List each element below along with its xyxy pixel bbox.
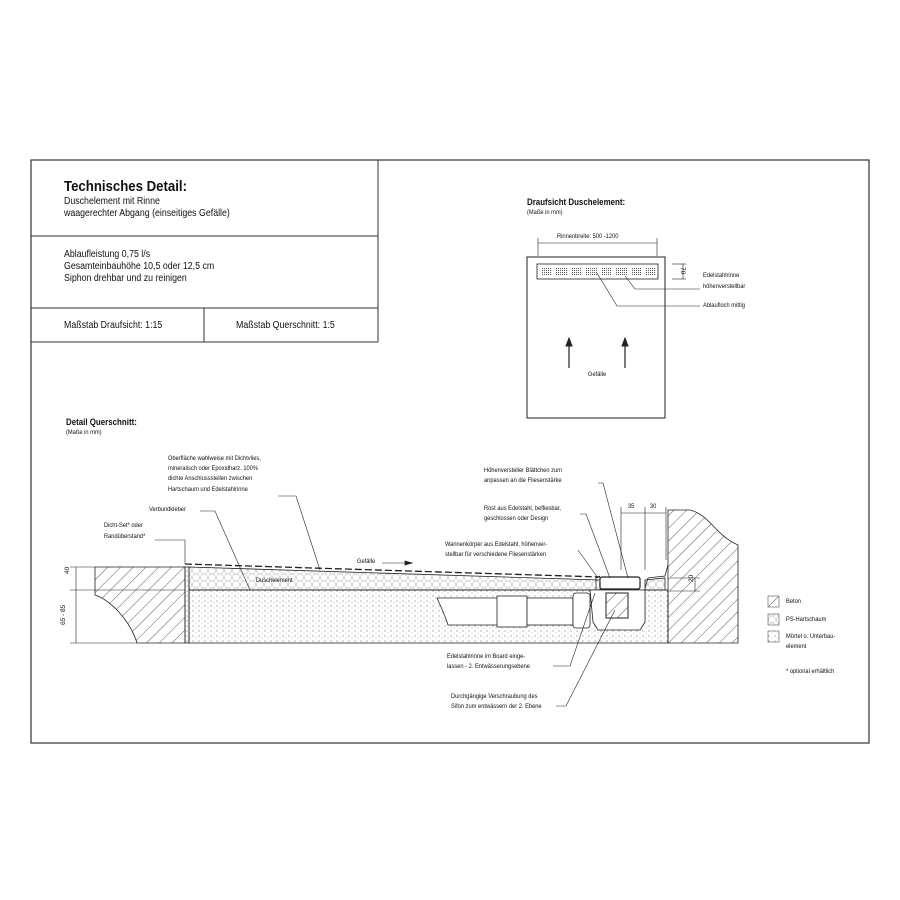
section-slope-label: Gefälle — [357, 558, 376, 565]
cross-section-drawing — [70, 482, 739, 707]
spec-line: Ablaufleistung 0,75 l/s — [64, 249, 151, 260]
section-title: Detail Querschnitt: — [66, 417, 137, 427]
legend-ps-hartschaum: PS-Hartschaum — [786, 616, 827, 623]
channel-note: lassen - 2. Entwässerungsebene — [447, 663, 530, 670]
section-units: (Maße in mm) — [66, 429, 102, 436]
grate-note: geschlossen oder Design — [484, 515, 549, 522]
shims-note: Höhenversteller Blättchen zum — [484, 467, 562, 474]
surface-note: dichte Anschlussstellen zwischen — [168, 475, 253, 482]
dimension-40: 40 — [64, 566, 71, 574]
shims-note: anpassen an die Fliesenstärke — [484, 477, 562, 484]
drawing-frame — [30, 159, 870, 744]
body-note: Wannenkörper aus Edelstahl, höhenver- — [445, 541, 548, 548]
channel-label: höhenverstellbar — [703, 283, 746, 290]
surface-note: Hartschaum und Edelstahlrinne — [168, 486, 248, 493]
top-view-units: (Maße in mm) — [527, 209, 563, 216]
channel-note: Edelstahlrinne im Board einge- — [447, 653, 526, 660]
dimension-65-85: 65 - 85 — [60, 604, 67, 625]
siphon-note: Sifon zum entwässern der 2. Ebene — [451, 703, 542, 710]
element-label: Duschelement — [256, 577, 293, 584]
subtitle-line: waagerechter Abgang (einseitiges Gefälle… — [64, 208, 230, 219]
spec-line: Gesamteinbauhöhe 10,5 oder 12,5 cm — [64, 261, 215, 272]
legend-footnote: * optional erhältlich — [786, 668, 835, 675]
spec-line: Siphon drehbar und zu reinigen — [64, 273, 187, 284]
grate-note: Rost aus Edelstahl, befliesbar, — [484, 505, 561, 512]
body-note: stellbar für verschiedene Fliesenstärken — [445, 551, 547, 558]
sheet-title: Technisches Detail: — [64, 178, 188, 195]
legend-beton: Beton — [786, 598, 801, 605]
top-view-title: Draufsicht Duschelement: — [527, 197, 626, 207]
dimension-30: 30 — [650, 503, 657, 510]
seal-note: Randüberstand* — [104, 533, 146, 540]
subtitle-line: Duschelement mit Rinne — [64, 196, 160, 207]
top-view-drawing — [526, 238, 700, 419]
seal-note: Dicht-Set* oder — [104, 522, 143, 529]
legend-swatches — [767, 595, 780, 643]
scale-section: Maßstab Querschnitt: 1:5 — [236, 320, 335, 331]
adhesive-note: Verbundkleber — [149, 506, 186, 513]
surface-note: mineralisch oder Epoxidharz. 100% — [168, 465, 258, 472]
surface-note: Oberfläche wahlweise mit Dichtvlies, — [168, 455, 261, 462]
scale-top-view: Maßstab Draufsicht: 1:15 — [64, 320, 163, 331]
channel-width-dimension: Rinnenbreite: 500 -1200 — [557, 233, 619, 240]
outlet-label: Ablaufloch mittig — [703, 302, 745, 309]
title-block-lines — [31, 160, 379, 343]
legend-moertel: Mörtel o. Unterbau- — [786, 633, 836, 640]
channel-label: Edelstahlrinne — [703, 272, 740, 279]
dimension-20: 20 — [688, 574, 695, 582]
channel-height-dimension: 70 — [679, 267, 686, 275]
siphon-note: Durchgängige Verschraubung des — [451, 693, 538, 700]
dimension-35: 35 — [628, 503, 635, 510]
slope-label: Gefälle — [588, 371, 607, 378]
legend-moertel-cont: element — [786, 643, 807, 650]
